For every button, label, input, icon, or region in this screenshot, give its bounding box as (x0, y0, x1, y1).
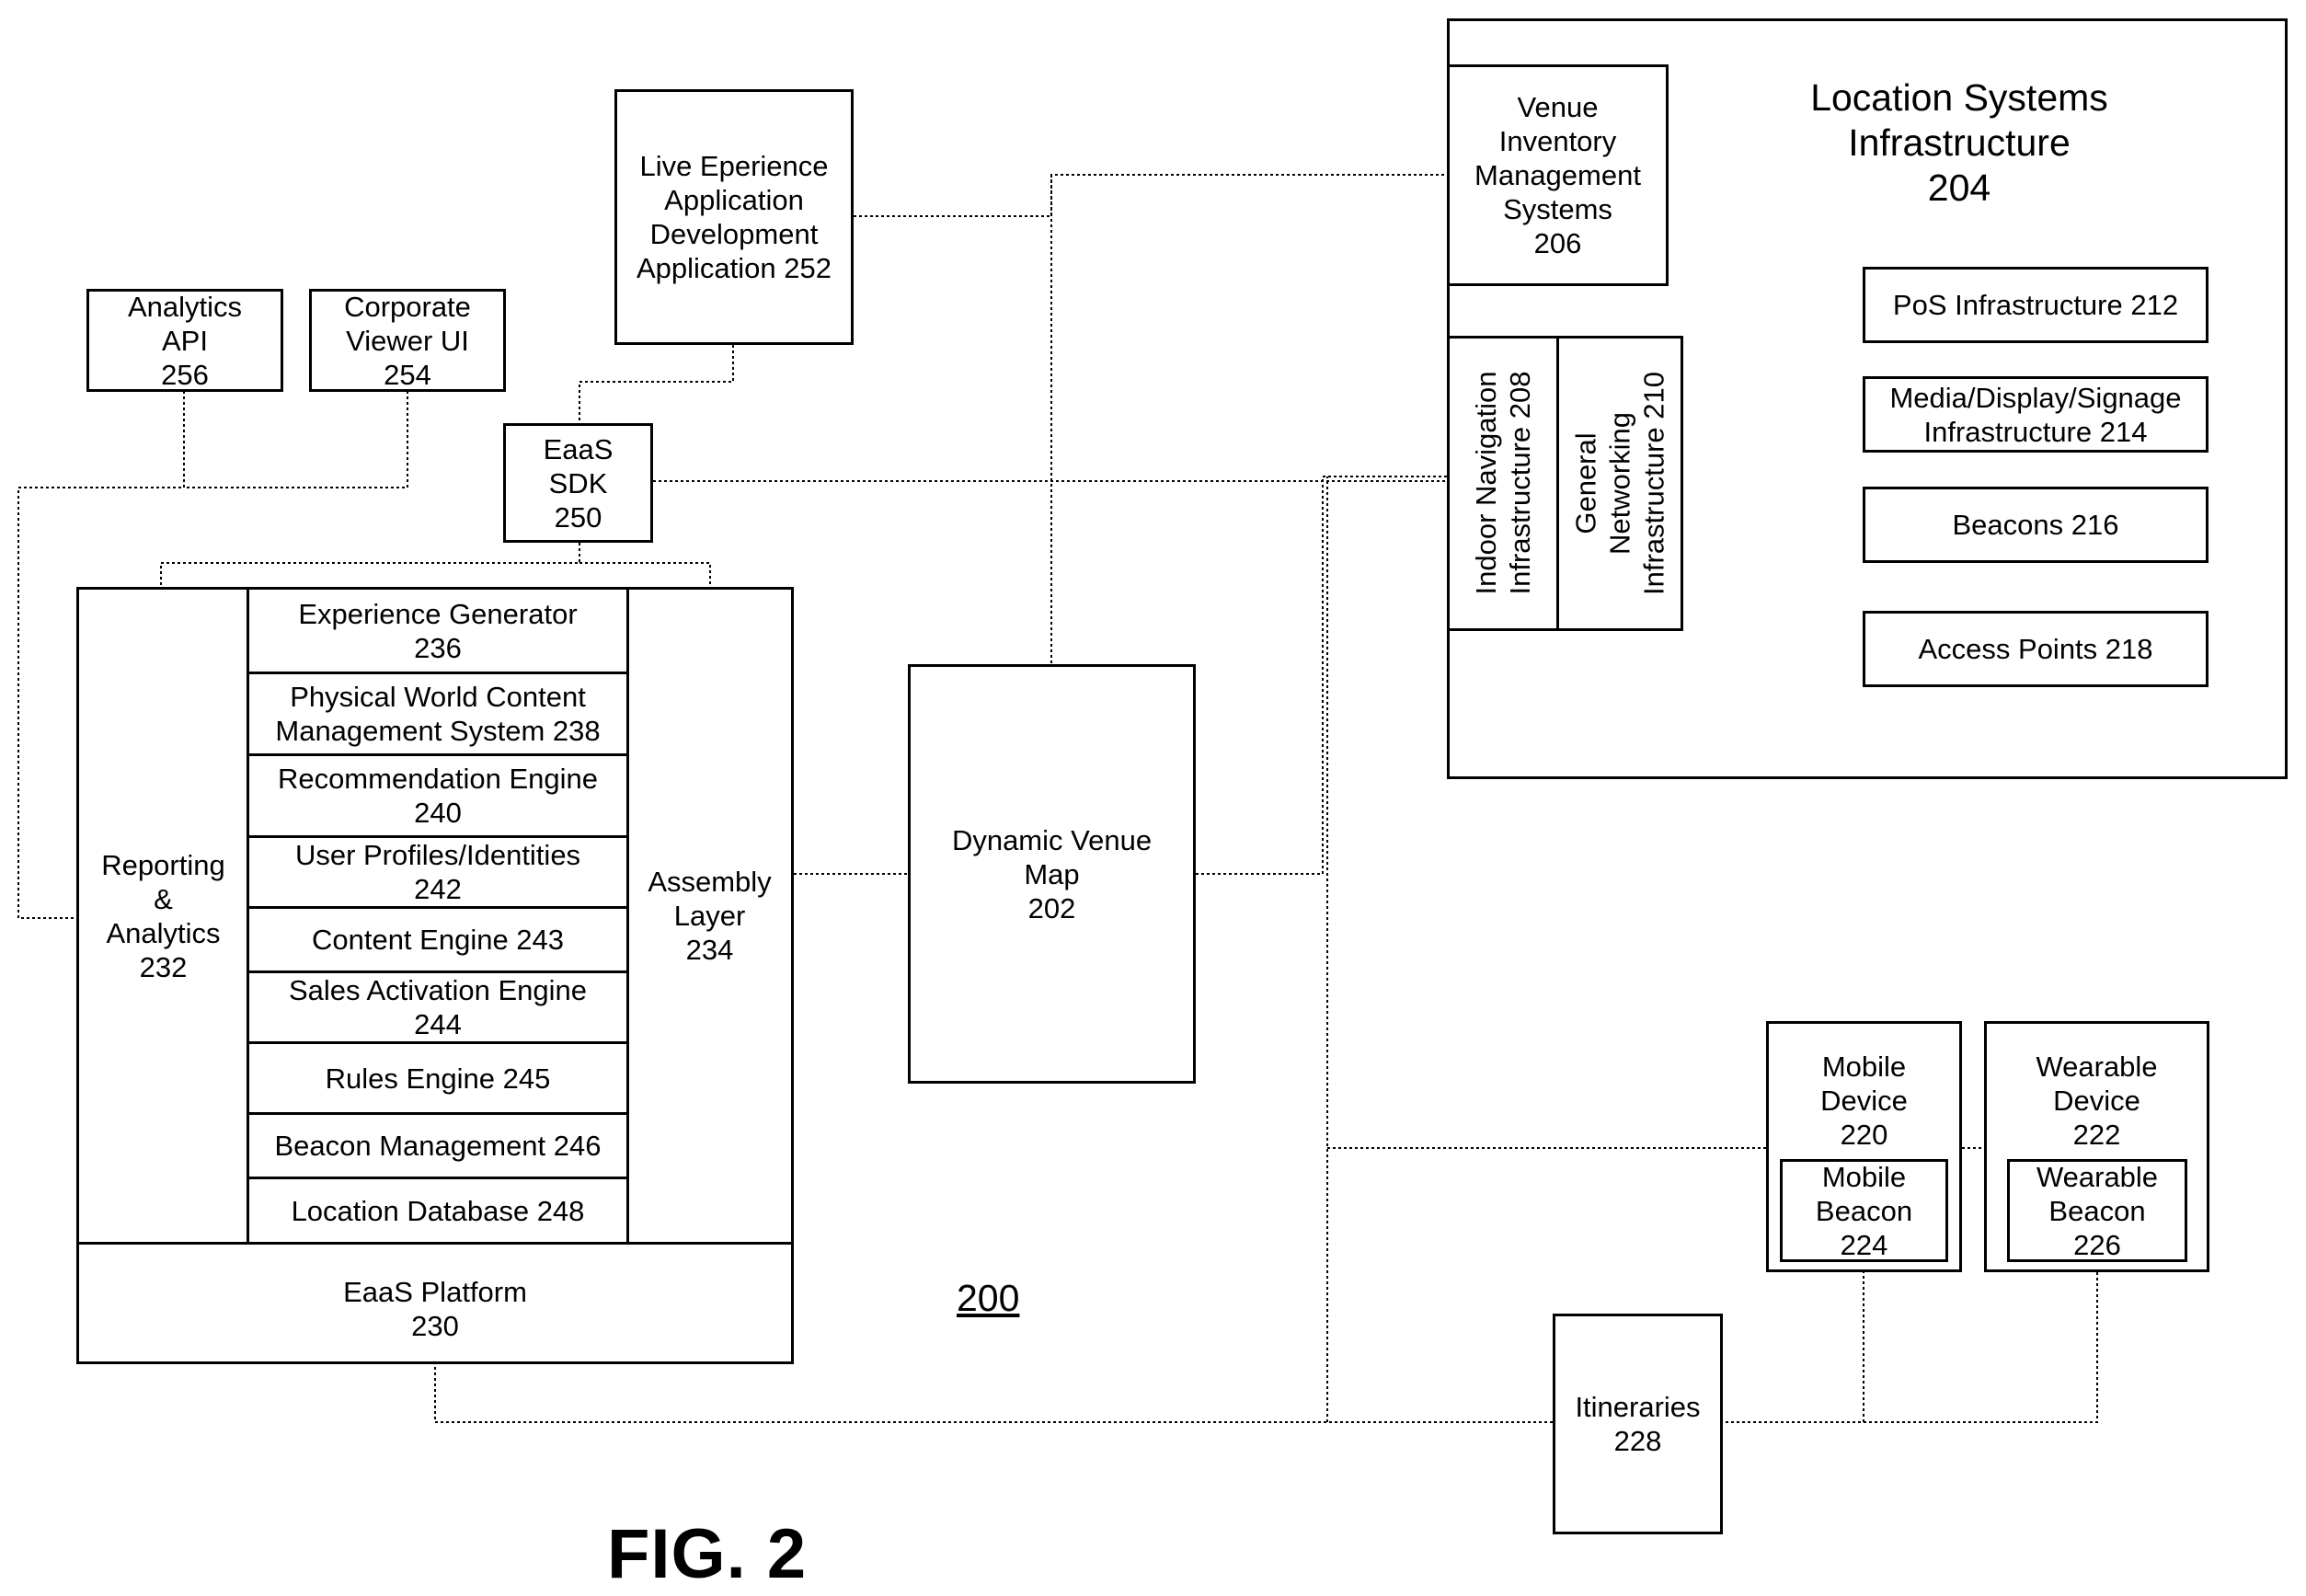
location-database-box: Location Database 248 (247, 1177, 629, 1245)
assembly-layer-box: Assembly Layer 234 (625, 587, 794, 1245)
eaas-platform-label: EaaS Platform 230 (343, 1275, 527, 1343)
media-display-box: Media/Display/Signage Infrastructure 214 (1863, 376, 2208, 453)
beacon-management-label: Beacon Management 246 (274, 1129, 601, 1163)
dynamic-venue-map-label: Dynamic Venue Map 202 (952, 823, 1152, 925)
itineraries-label: Itineraries 228 (1575, 1390, 1700, 1458)
connector-map-location (1196, 477, 1447, 874)
assembly-layer-label: Assembly Layer 234 (648, 865, 771, 967)
access-points-label: Access Points 218 (1918, 632, 2152, 666)
eaas-sdk-label: EaaS SDK 250 (544, 432, 614, 534)
wearable-device-label: Wearable Device 222 (2036, 1050, 2157, 1152)
media-display-label: Media/Display/Signage Infrastructure 214 (1889, 381, 2181, 449)
mobile-device-label: Mobile Device 220 (1820, 1050, 1908, 1152)
mobile-beacon-box: Mobile Beacon 224 (1780, 1159, 1948, 1262)
venue-inventory-box: Venue Inventory Management Systems 206 (1447, 64, 1669, 286)
itineraries-box: Itineraries 228 (1553, 1314, 1723, 1534)
connector-corporate-viewer (184, 391, 407, 488)
dynamic-venue-map-box: Dynamic Venue Map 202 (908, 664, 1196, 1084)
sales-activation-box: Sales Activation Engine 244 (247, 970, 629, 1044)
user-profiles-label: User Profiles/Identities 242 (295, 838, 580, 906)
mobile-beacon-label: Mobile Beacon 224 (1816, 1160, 1912, 1262)
analytics-api-label: Analytics API 256 (128, 290, 242, 392)
wearable-beacon-box: Wearable Beacon 226 (2007, 1159, 2187, 1262)
live-experience-box: Live Eperience Application Development A… (614, 89, 854, 345)
reporting-label: Reporting & Analytics 232 (101, 848, 224, 984)
content-engine-box: Content Engine 243 (247, 906, 629, 973)
physical-world-label: Physical World Content Management System… (275, 680, 600, 748)
connector-sdk-platform (161, 543, 710, 587)
content-engine-label: Content Engine 243 (312, 923, 564, 957)
diagram-ref-number: 200 (957, 1277, 1019, 1320)
recommendation-box: Recommendation Engine 240 (247, 753, 629, 838)
live-experience-label: Live Eperience Application Development A… (637, 149, 832, 285)
connector-itineraries-devices (1720, 1272, 2097, 1422)
pos-box: PoS Infrastructure 212 (1863, 267, 2208, 343)
location-database-label: Location Database 248 (292, 1194, 585, 1228)
general-networking-label: General Networking Infrastructure 210 (1569, 346, 1671, 622)
connector-live-experience-venue (854, 175, 1447, 216)
wearable-beacon-label: Wearable Beacon 226 (2036, 1160, 2158, 1262)
reporting-box: Reporting & Analytics 232 (76, 587, 250, 1245)
access-points-box: Access Points 218 (1863, 611, 2208, 687)
sales-activation-label: Sales Activation Engine 244 (289, 973, 587, 1041)
rules-engine-box: Rules Engine 245 (247, 1041, 629, 1115)
analytics-api-box: Analytics API 256 (86, 289, 283, 392)
connector-platform-bottom (435, 1361, 1553, 1422)
experience-generator-label: Experience Generator 236 (298, 597, 577, 665)
eaas-sdk-box: EaaS SDK 250 (503, 423, 653, 543)
beacon-management-box: Beacon Management 246 (247, 1112, 629, 1179)
pos-label: PoS Infrastructure 212 (1893, 288, 2178, 322)
physical-world-box: Physical World Content Management System… (247, 672, 629, 756)
beacons-label: Beacons 216 (1953, 508, 2119, 542)
corporate-viewer-label: Corporate Viewer UI 254 (344, 290, 471, 392)
indoor-navigation-label: Indoor Navigation Infrastructure 208 (1469, 345, 1537, 621)
figure-label: FIG. 2 (607, 1513, 807, 1596)
corporate-viewer-box: Corporate Viewer UI 254 (309, 289, 506, 392)
connector-live-experience-sdk (579, 345, 733, 423)
venue-inventory-label: Venue Inventory Management Systems 206 (1474, 90, 1641, 260)
recommendation-label: Recommendation Engine 240 (278, 762, 598, 830)
location-systems-title: Location Systems Infrastructure 204 (1748, 75, 2171, 211)
rules-engine-label: Rules Engine 245 (326, 1062, 551, 1096)
experience-generator-box: Experience Generator 236 (247, 587, 629, 674)
beacons-box: Beacons 216 (1863, 487, 2208, 563)
user-profiles-box: User Profiles/Identities 242 (247, 835, 629, 909)
